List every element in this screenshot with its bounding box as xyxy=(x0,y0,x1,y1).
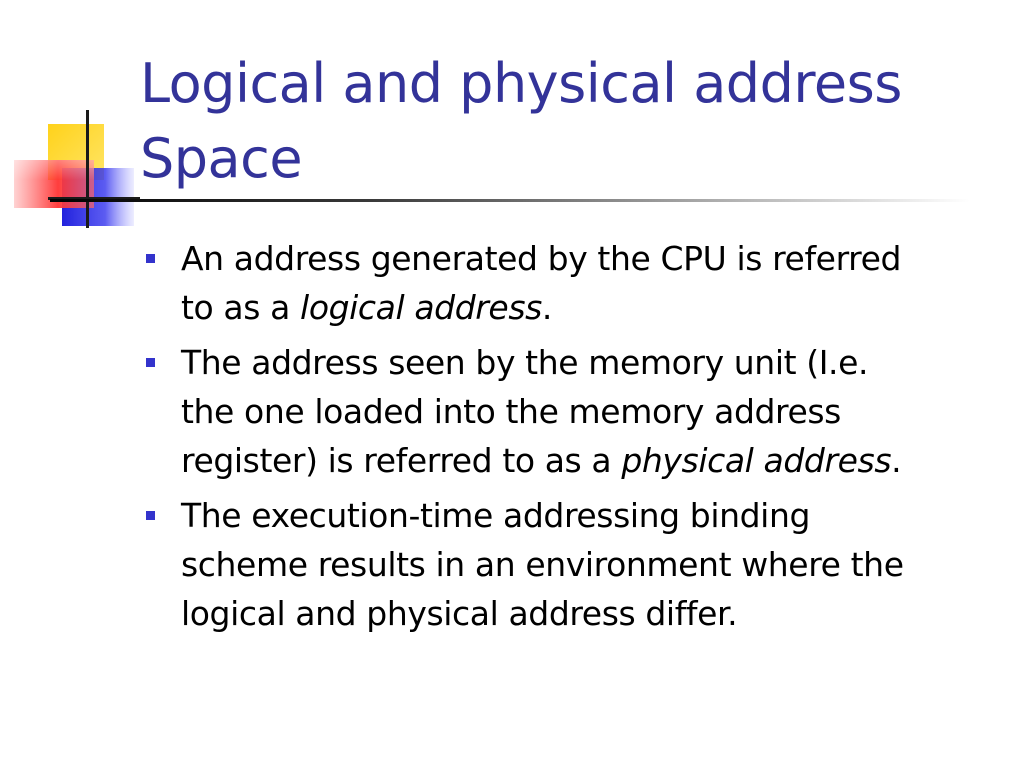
bullet-text: . xyxy=(891,441,902,480)
bullet-text: . xyxy=(541,288,553,327)
slide-title: Logical and physical address Space xyxy=(140,46,1000,196)
bullet-line: to as a logical address. xyxy=(181,283,980,332)
emphasized-term: physical address xyxy=(621,441,892,480)
emphasized-term: logical address xyxy=(300,288,542,327)
square-bullet-icon xyxy=(146,511,155,520)
bullet-item: The execution-time addressing binding sc… xyxy=(140,491,980,638)
bullet-line: the one loaded into the memory address xyxy=(181,392,841,431)
square-logo-icon xyxy=(14,110,140,228)
slide-title-line-2: Space xyxy=(140,127,303,190)
slide-title-line-1: Logical and physical address xyxy=(140,52,902,115)
bullet-line: An address generated by the CPU is refer… xyxy=(181,239,902,278)
bullet-line: scheme results in an environment where t… xyxy=(181,545,904,584)
title-divider xyxy=(50,199,970,202)
bullet-item: The address seen by the memory unit (I.e… xyxy=(140,338,980,485)
bullet-list: An address generated by the CPU is refer… xyxy=(140,234,980,644)
square-bullet-icon xyxy=(146,358,155,367)
square-bullet-icon xyxy=(146,254,155,263)
bullet-line: register) is referred to as a physical a… xyxy=(181,436,980,485)
bullet-item: An address generated by the CPU is refer… xyxy=(140,234,980,332)
bullet-text: register) is referred to as a xyxy=(181,441,622,480)
bullet-line: logical and physical address differ. xyxy=(181,594,738,633)
bullet-line: The execution-time addressing binding xyxy=(181,496,811,535)
bullet-text: to as a xyxy=(181,288,301,327)
bullet-line: The address seen by the memory unit (I.e… xyxy=(181,343,869,382)
